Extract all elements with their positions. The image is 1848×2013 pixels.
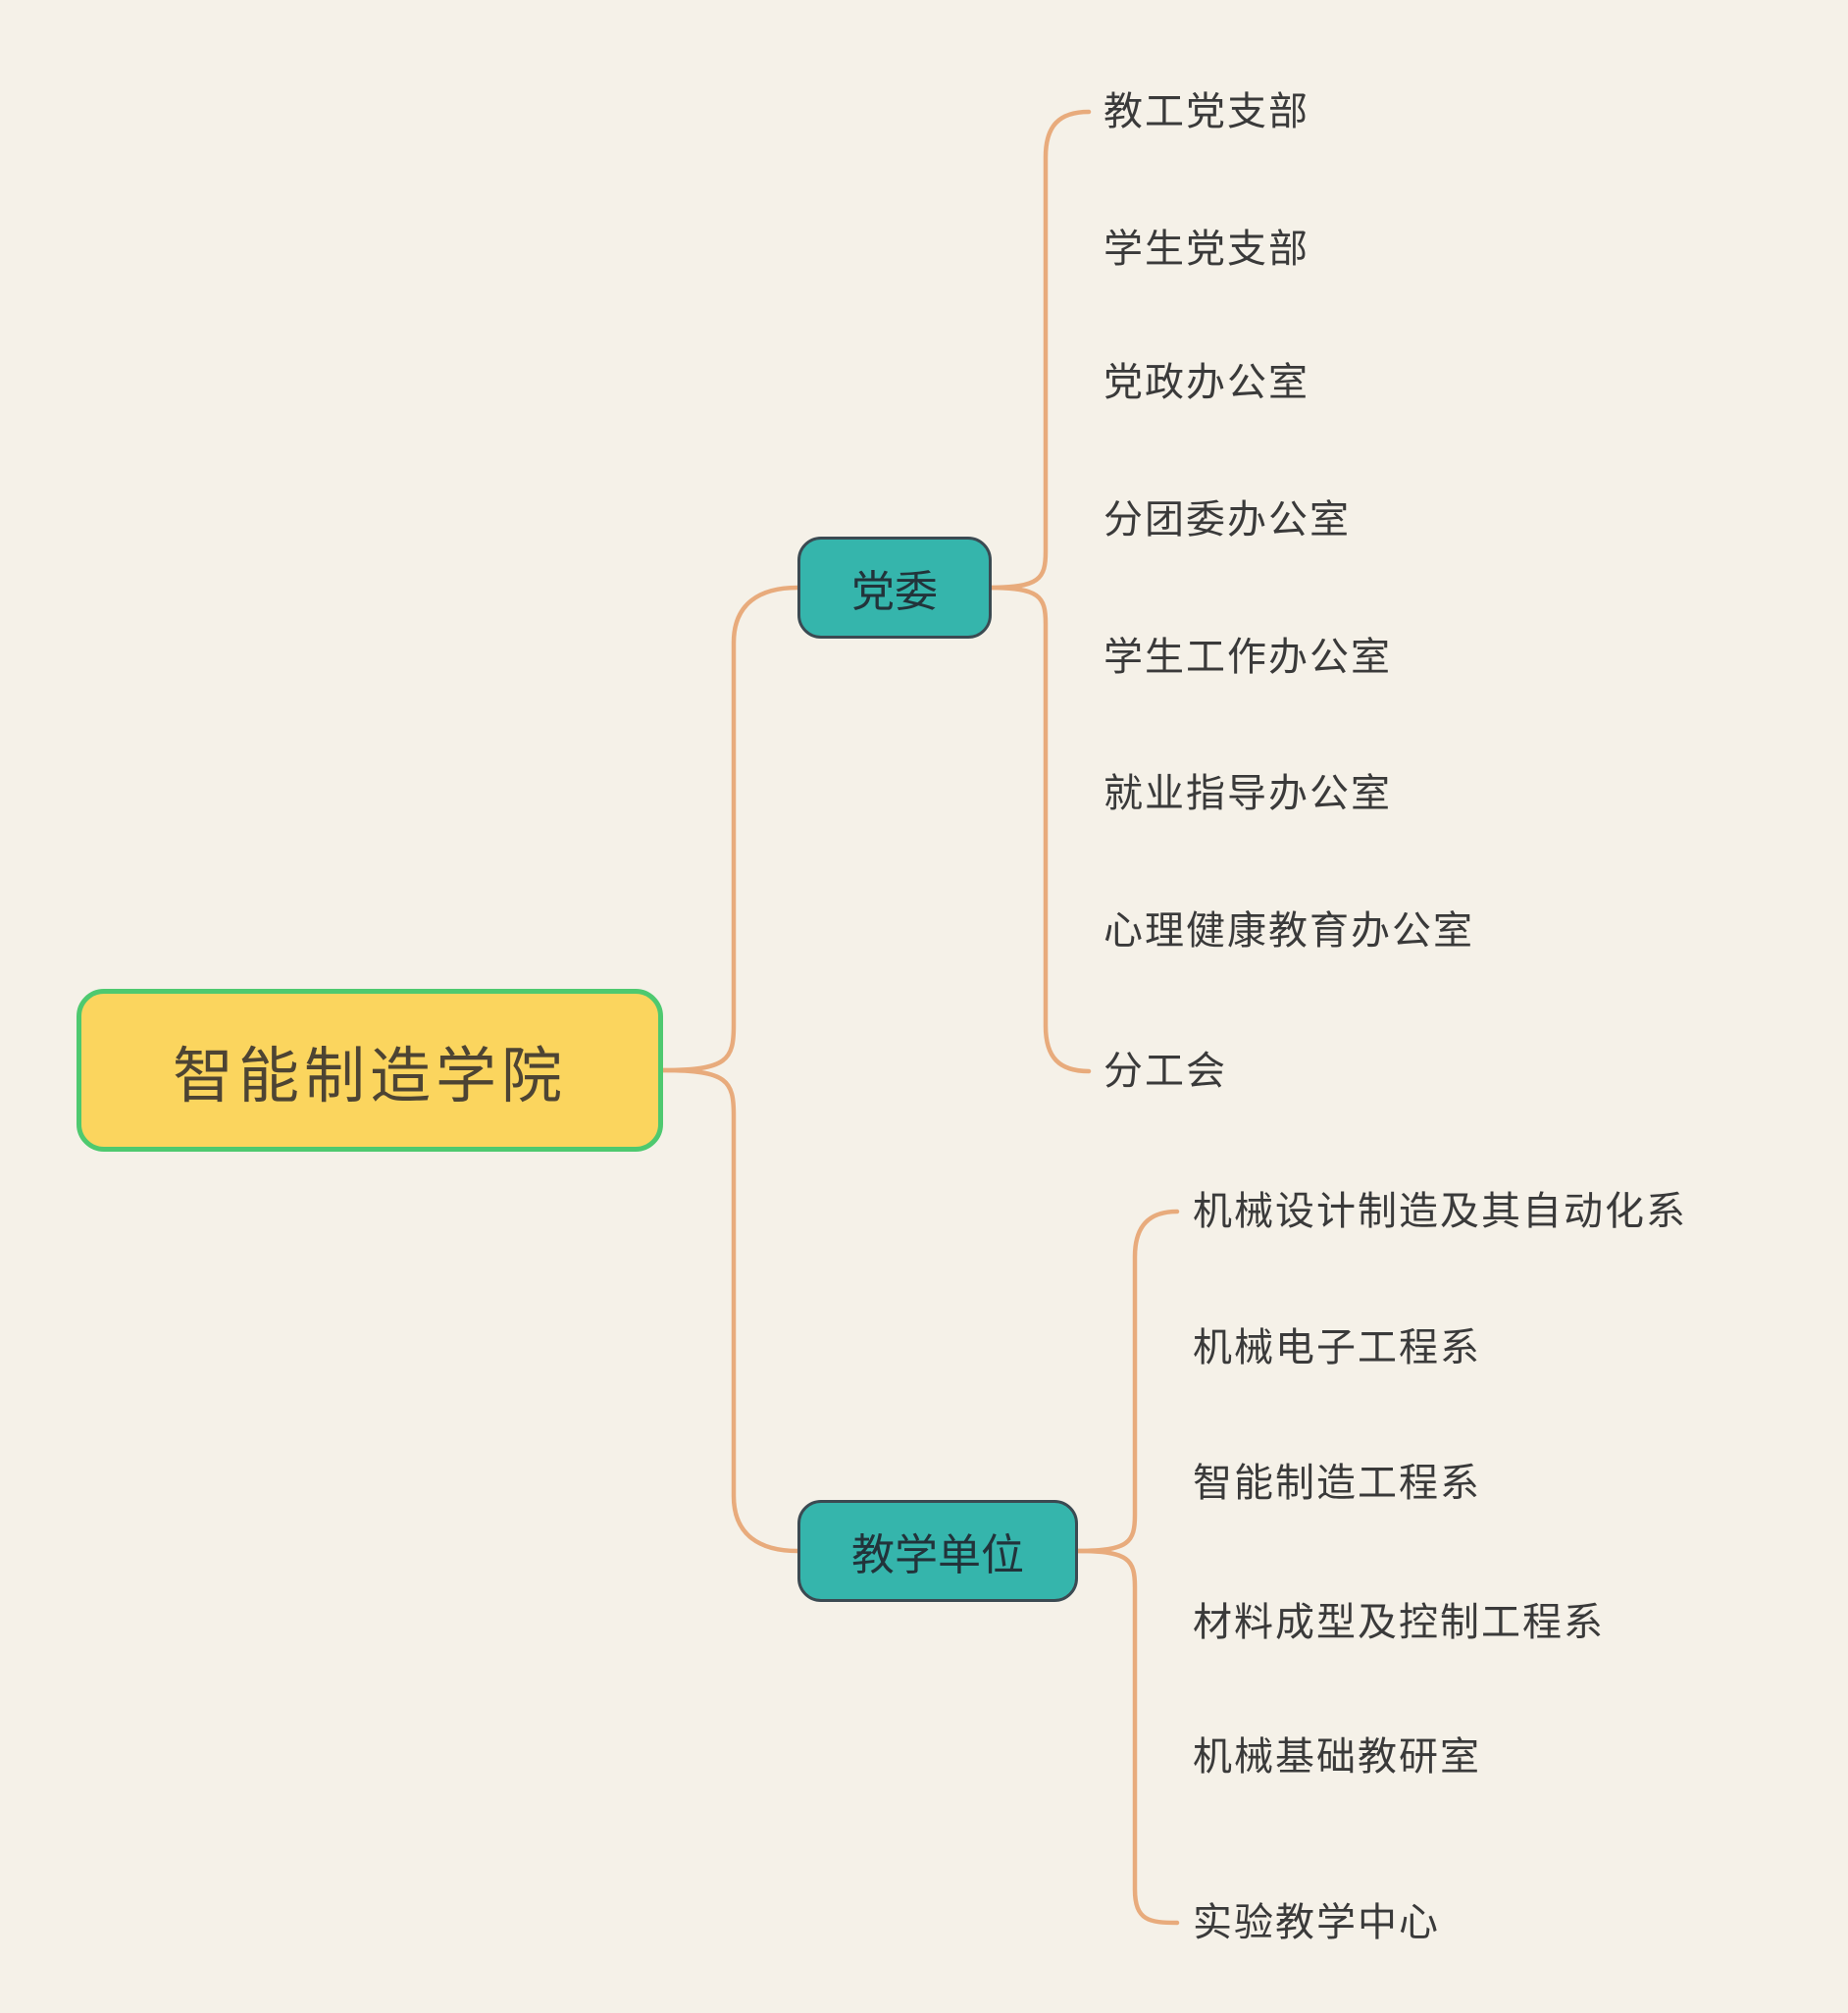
leaf-topic[interactable]: 分团委办公室 — [1104, 497, 1351, 542]
branch-topic-party-committee[interactable]: 党委 — [797, 537, 992, 639]
branch-topic-label: 教学单位 — [851, 1531, 1024, 1579]
leaf-topic[interactable]: 实验教学中心 — [1193, 1900, 1440, 1944]
party-brace-bottom — [986, 585, 1092, 1074]
leaf-topic[interactable]: 教工党支部 — [1104, 89, 1309, 133]
party-brace-top — [986, 109, 1092, 591]
leaf-topic[interactable]: 学生工作办公室 — [1104, 635, 1392, 679]
teaching-brace-top — [1075, 1209, 1180, 1554]
leaf-topic[interactable]: 机械基础教研室 — [1193, 1734, 1481, 1779]
leaf-topic[interactable]: 学生党支部 — [1104, 227, 1309, 271]
leaf-topic[interactable]: 材料成型及控制工程系 — [1193, 1600, 1605, 1644]
leaf-topic[interactable]: 党政办公室 — [1104, 360, 1309, 404]
root-brace-top — [660, 585, 800, 1073]
leaf-topic[interactable]: 机械电子工程系 — [1193, 1325, 1481, 1369]
leaf-topic[interactable]: 心理健康教育办公室 — [1104, 908, 1474, 953]
leaf-topic[interactable]: 机械设计制造及其自动化系 — [1193, 1189, 1687, 1233]
teaching-brace-bottom — [1075, 1548, 1180, 1926]
root-topic[interactable]: 智能制造学院 — [77, 989, 663, 1152]
leaf-topic[interactable]: 就业指导办公室 — [1104, 771, 1392, 815]
branch-topic-teaching-units[interactable]: 教学单位 — [797, 1500, 1078, 1602]
leaf-topic[interactable]: 分工会 — [1104, 1049, 1227, 1093]
branch-topic-label: 党委 — [851, 568, 938, 616]
root-brace-bottom — [660, 1067, 800, 1554]
root-topic-label: 智能制造学院 — [172, 1044, 567, 1110]
leaf-topic[interactable]: 智能制造工程系 — [1193, 1461, 1481, 1505]
